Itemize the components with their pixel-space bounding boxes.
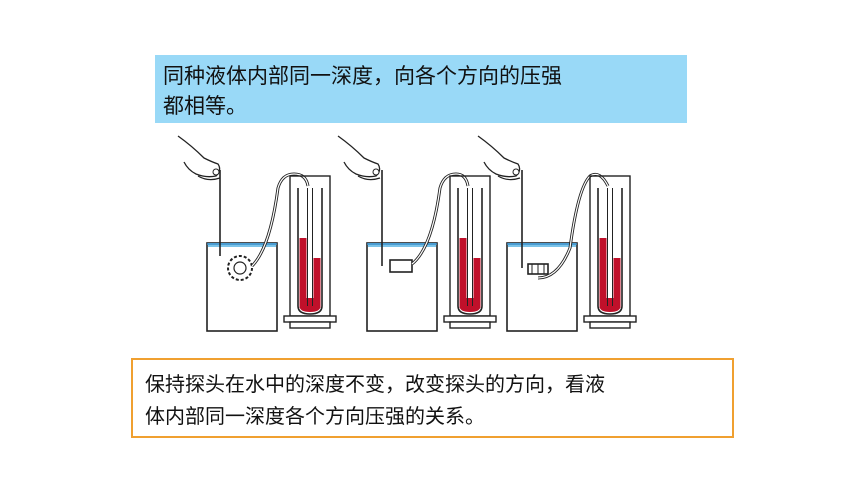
pressure-gauge-illustration	[177, 135, 637, 332]
conclusion-box: 同种液体内部同一深度，向各个方向的压强 都相等。	[155, 55, 687, 123]
conclusion-line-2: 都相等。	[163, 94, 247, 118]
apparatus-1	[177, 135, 337, 332]
apparatus-2	[337, 135, 497, 332]
apparatus-3	[477, 135, 637, 332]
conclusion-line-1: 同种液体内部同一深度，向各个方向的压强	[163, 64, 562, 88]
note-line-1: 保持探头在水中的深度不变，改变探头的方向，看液	[145, 372, 605, 396]
note-line-2: 体内部同一深度各个方向压强的关系。	[145, 404, 485, 428]
note-box: 保持探头在水中的深度不变，改变探头的方向，看液 体内部同一深度各个方向压强的关系…	[131, 358, 734, 438]
